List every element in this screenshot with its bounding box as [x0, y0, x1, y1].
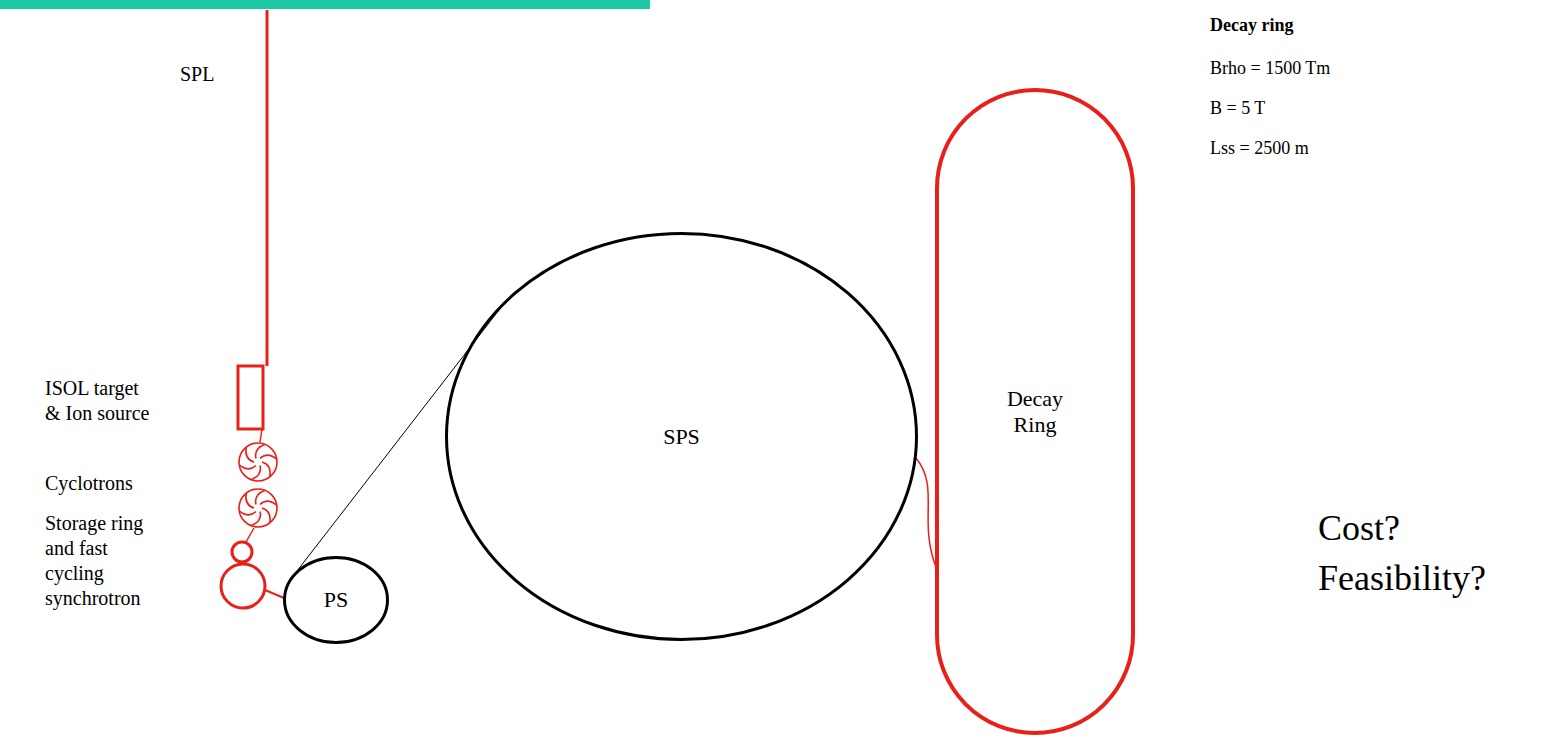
cyclotron-sector — [260, 455, 277, 459]
note: Feasibility? — [1318, 556, 1486, 601]
outline-shape — [447, 234, 917, 640]
cyclotron-sector — [262, 508, 270, 523]
beam-line — [260, 429, 262, 442]
cyclotron-sector — [260, 501, 277, 505]
isol-target-box — [238, 366, 263, 429]
note: Cost? — [1318, 506, 1400, 551]
fast-cycling-synchrotron — [221, 564, 265, 608]
beam-line — [246, 528, 254, 542]
outline-shape — [285, 558, 388, 643]
outline-shape — [937, 90, 1133, 733]
beam-transfer-line — [916, 458, 937, 570]
spl-linac — [266, 10, 269, 366]
sps-ring: SPS — [445, 232, 918, 641]
cyclotron-symbols — [239, 443, 277, 527]
ps-ring: PS — [283, 556, 389, 644]
cyclotron-sector — [246, 493, 254, 508]
component-name: Storage ring and fast cycling synchrotro… — [45, 511, 147, 611]
component-name: ISOL target & Ion source — [45, 376, 155, 426]
spec-value: Lss = 2500 m — [1210, 137, 1309, 160]
spec-heading: Decay ring — [1210, 14, 1293, 37]
spec-value: B = 5 T — [1210, 97, 1265, 120]
node-label: SPS — [642, 424, 722, 449]
transfer-line — [265, 590, 284, 598]
cyclotron-outline — [239, 489, 277, 527]
component-name: Cyclotrons — [45, 471, 133, 496]
cyclotron-sector — [246, 447, 254, 462]
cyclotron-sector — [262, 462, 270, 477]
storage-ring — [232, 542, 252, 562]
node-label: PS — [306, 587, 366, 612]
cyclotron-outline — [239, 443, 277, 481]
component-name: SPL — [180, 62, 214, 87]
decay-ring: Decay Ring — [935, 88, 1135, 735]
cyclotron-sector — [239, 511, 256, 515]
node-label: Decay Ring — [999, 386, 1071, 437]
spec-value: Brho = 1500 Tm — [1210, 57, 1330, 80]
header-bar — [0, 0, 650, 9]
cyclotron-sector — [239, 465, 256, 469]
